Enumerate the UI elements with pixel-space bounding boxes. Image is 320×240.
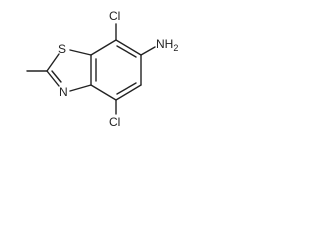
benzothiazole-structure-diagram: S N Cl Cl NH2 <box>26 9 178 129</box>
bond-s-c7a <box>69 49 92 56</box>
amine-label: NH2 <box>156 37 178 53</box>
bond-c7a-c7 <box>90 39 117 56</box>
bond-c6-nh2 <box>140 46 156 56</box>
bond-c5-c4-double <box>116 82 137 95</box>
bond-c2-n-double <box>51 70 62 83</box>
bond-c4-c3a <box>90 84 117 101</box>
sulfur-label: S <box>58 42 66 56</box>
bond-c7-c6 <box>115 39 142 56</box>
bond-n-c3a <box>69 84 92 92</box>
amine-nh: NH <box>156 37 173 51</box>
bond-c7-c6-double <box>116 45 137 58</box>
bond-c2-s <box>46 53 60 72</box>
nitrogen-label: N <box>59 85 68 99</box>
chlorine-bottom-label: Cl <box>109 115 120 129</box>
amine-subscript: 2 <box>173 43 178 53</box>
bond-c2-n <box>46 70 60 87</box>
chlorine-top-label: Cl <box>109 9 120 23</box>
bond-c5-c4 <box>115 84 142 101</box>
